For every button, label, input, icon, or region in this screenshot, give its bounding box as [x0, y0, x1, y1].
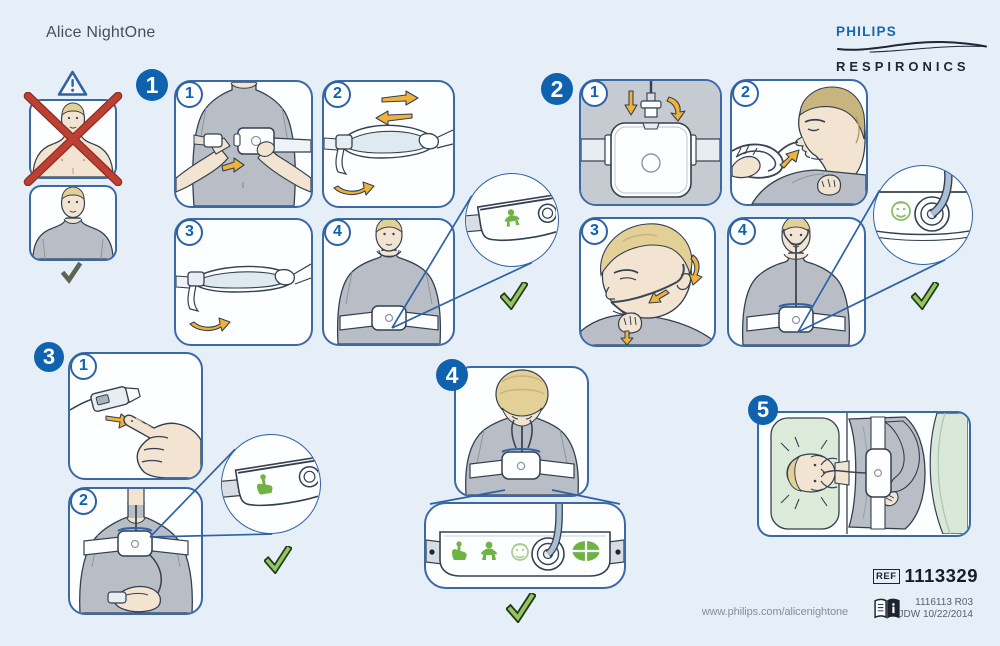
- revision-line1: 1116113 R03: [915, 597, 973, 608]
- section-2-badge: 2: [541, 73, 573, 105]
- page-title: Alice NightOne: [46, 24, 156, 41]
- revision-info: 1116113 R03 JDW 10/22/2014: [833, 597, 974, 620]
- ref-number: 1113329: [904, 565, 978, 586]
- checkmark-icon: [506, 593, 536, 623]
- respironics-wordmark: RESPIRONICS: [836, 59, 970, 74]
- checkmark-icon: [500, 282, 528, 310]
- step-circle: 3: [176, 219, 203, 246]
- section-1-badge: 1: [136, 69, 168, 101]
- step-circle: 4: [324, 219, 351, 246]
- booklet-icon: [874, 598, 900, 619]
- step-circle: 2: [732, 80, 759, 107]
- look-down-at-device-figure: [465, 369, 579, 495]
- adjust-strap-figure: [324, 90, 453, 196]
- checkmark-icon: [911, 282, 939, 310]
- tighten-strap-figure: [176, 263, 311, 332]
- section4-device-zoom-panel: [424, 502, 626, 589]
- section-5-badge: 5: [748, 395, 778, 425]
- checkmark-icon: [60, 261, 83, 284]
- step-circle: 2: [324, 81, 351, 108]
- section2-zoom-circle: [873, 165, 973, 265]
- warning-triangle-icon: [57, 70, 88, 96]
- shirt-figure: [32, 187, 114, 259]
- logo-wave-icon: [837, 40, 987, 53]
- philips-url: www.philips.com/alicenightone: [701, 606, 848, 618]
- sleeping-in-bed-figure: [770, 413, 968, 534]
- philips-respironics-logo: PHILIPS RESPIRONICS: [836, 24, 990, 74]
- section1-zoom-circle: [465, 173, 559, 267]
- device-zoom-face-icon-view: [874, 167, 972, 242]
- section-3-badge: 3: [34, 342, 64, 372]
- clip-belt-to-device-figure: [176, 82, 311, 206]
- section5-panel: [757, 411, 971, 537]
- checkmark-icon: [264, 546, 292, 574]
- section3-zoom-circle: [221, 434, 321, 534]
- section4-panel: [454, 366, 589, 497]
- device-front-indicators-figure: [426, 504, 624, 577]
- step-circle: 3: [581, 218, 608, 245]
- step-circle: 2: [70, 488, 97, 515]
- correct-usage-panel: [29, 185, 117, 261]
- section-4-badge: 4: [436, 359, 468, 391]
- philips-wordmark: PHILIPS: [836, 24, 897, 39]
- section1-step2-panel: [322, 80, 455, 208]
- step-circle: 1: [581, 80, 608, 107]
- ref-row: REF 1113329: [873, 565, 978, 587]
- device-zoom-patient-icon-view: [466, 192, 558, 241]
- loop-cannula-over-ears-figure: [581, 223, 714, 345]
- revision-line2: JDW 10/22/2014: [898, 608, 974, 620]
- step-circle: 1: [176, 81, 203, 108]
- step-circle: 4: [729, 218, 756, 245]
- red-cross-icon: [23, 92, 123, 186]
- device-zoom-finger-icon-view: [222, 455, 320, 507]
- step-circle: 1: [70, 353, 97, 380]
- ref-label: REF: [873, 568, 900, 584]
